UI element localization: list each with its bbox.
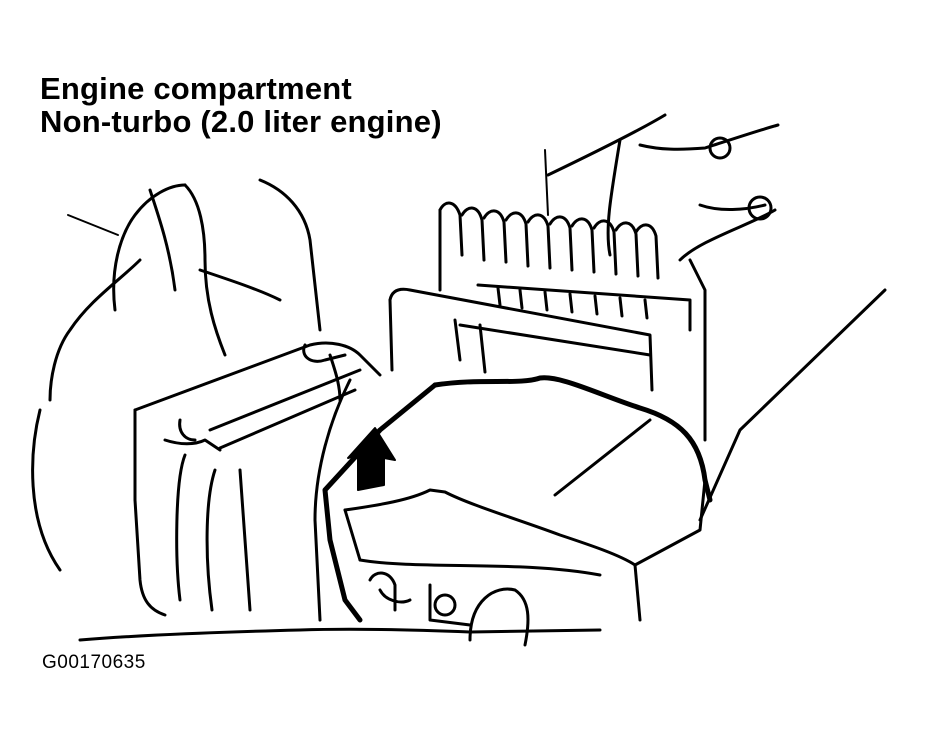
panel-crease xyxy=(606,138,622,257)
ecu-housing xyxy=(388,287,654,392)
diagram-caption: Engine compartment Non-turbo (2.0 liter … xyxy=(40,72,442,138)
caption-line-2: Non-turbo (2.0 liter engine) xyxy=(40,104,442,139)
wire-grommet xyxy=(708,136,732,160)
panel-top-edge xyxy=(546,113,667,177)
fender-edge xyxy=(698,288,887,522)
air-cleaner-box xyxy=(133,341,382,622)
panel-wall xyxy=(688,258,707,442)
leader-line-connector xyxy=(544,149,549,216)
wire-top xyxy=(638,123,780,151)
air-intake-hose xyxy=(31,178,322,572)
leader-line-hose xyxy=(67,214,119,236)
panel-edge-lower xyxy=(678,208,777,262)
panel-bracket xyxy=(698,203,767,212)
figure-id-label: G00170635 xyxy=(42,652,146,673)
mounting-bracket xyxy=(368,571,530,647)
ground-line xyxy=(78,627,602,642)
caption-line-1: Engine compartment xyxy=(40,71,352,106)
connector-fins xyxy=(438,201,692,332)
ecu-cover xyxy=(322,375,713,623)
up-arrow-icon xyxy=(347,427,396,491)
